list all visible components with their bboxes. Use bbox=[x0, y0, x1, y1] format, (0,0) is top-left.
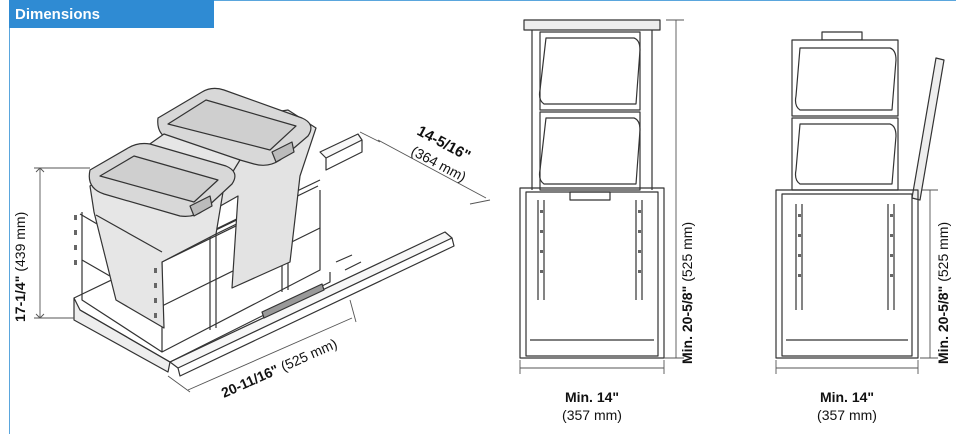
iso-depth-label: 20-11/16"(525 mm) bbox=[219, 335, 340, 400]
isometric-cabinet-drawing bbox=[73, 87, 455, 377]
open-lid-view-drawing bbox=[775, 31, 945, 359]
front-height-label: Min. 20-5/8"(525 mm) bbox=[679, 222, 695, 364]
section-title: Dimensions bbox=[9, 0, 214, 28]
front-width-label: Min. 14" (357 mm) bbox=[542, 388, 642, 424]
front-width-inches: Min. 14" bbox=[564, 389, 620, 405]
open-view-dimension-lines bbox=[775, 189, 938, 374]
content-frame bbox=[9, 0, 956, 434]
open-width-mm: (357 mm) bbox=[817, 407, 877, 423]
open-width-label: Min. 14" (357 mm) bbox=[797, 388, 897, 424]
front-width-mm: (357 mm) bbox=[562, 407, 622, 423]
open-width-inches: Min. 14" bbox=[819, 389, 875, 405]
isometric-dimension-lines bbox=[34, 131, 491, 393]
front-view-drawing bbox=[519, 19, 665, 359]
front-view-dimension-lines bbox=[519, 19, 684, 374]
iso-height-label: 17-1/4"(439 mm) bbox=[12, 212, 28, 322]
open-height-label: Min. 20-5/8"(525 mm) bbox=[935, 222, 951, 364]
